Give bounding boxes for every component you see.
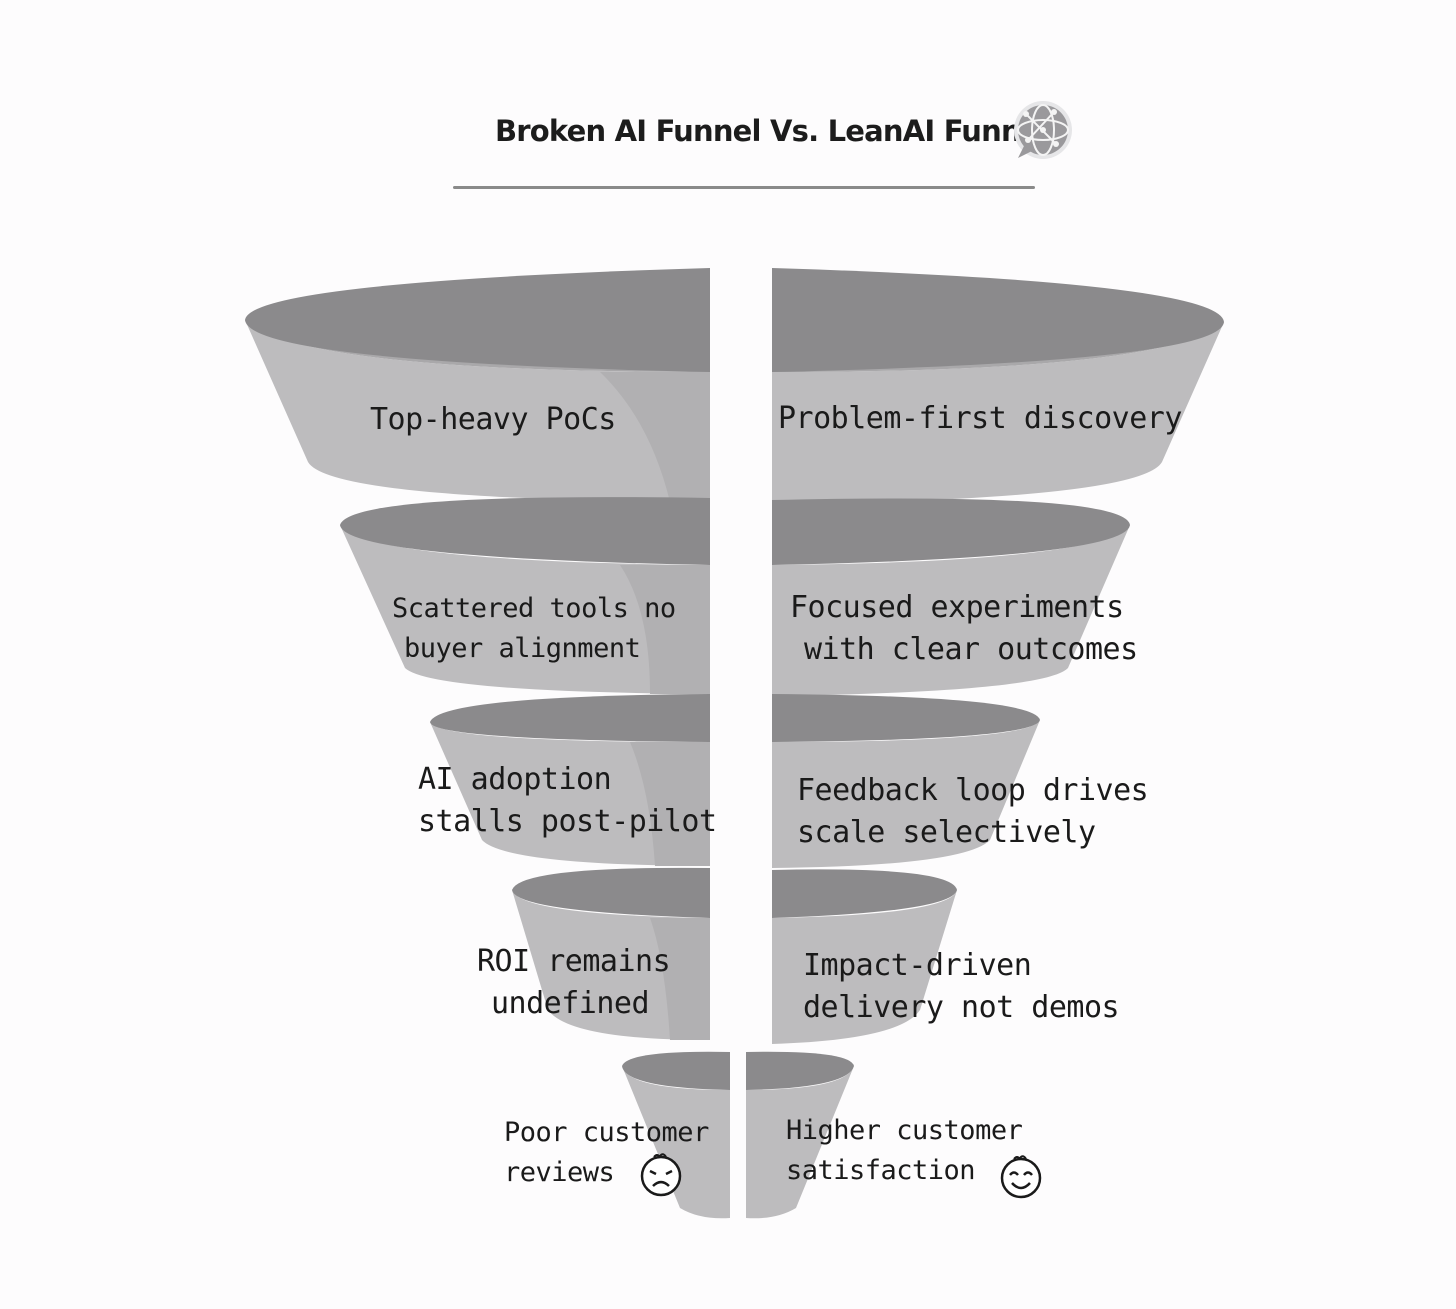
lean-stage-5-label: Higher customer satisfaction xyxy=(786,1111,1023,1191)
broken-stage-4-label: ROI remains undefined xyxy=(477,941,671,1025)
title-divider xyxy=(453,186,1035,189)
happy-face-icon xyxy=(1000,1155,1042,1199)
lean-stage-5-line-1: Higher customer xyxy=(786,1115,1023,1146)
sad-face-icon xyxy=(640,1153,682,1197)
broken-stage-1-label: Top-heavy PoCs xyxy=(370,399,616,441)
page-title: Broken AI Funnel Vs. LeanAI Funnel xyxy=(495,114,1050,148)
broken-stage-4-line-2: undefined xyxy=(491,986,650,1021)
broken-tier-1 xyxy=(245,268,710,502)
lean-stage-4-line-1: Impact-driven xyxy=(803,948,1032,983)
broken-stage-3-line-1: AI adoption xyxy=(418,762,612,797)
lean-stage-4-label: Impact-driven delivery not demos xyxy=(803,945,1120,1029)
globe-network-chat-icon xyxy=(1014,101,1072,159)
lean-funnel xyxy=(746,268,1224,1219)
broken-funnel xyxy=(245,268,730,1219)
broken-tier-5 xyxy=(622,1051,730,1219)
lean-stage-2-line-1: Focused experiments xyxy=(790,590,1124,625)
broken-stage-5-line-2: reviews xyxy=(504,1157,615,1188)
lean-tier-4 xyxy=(772,869,957,1044)
broken-stage-5-label: Poor customer reviews xyxy=(504,1113,709,1193)
lean-stage-3-line-2: scale selectively xyxy=(797,815,1096,850)
title-row: Broken AI Funnel Vs. LeanAI Funnel xyxy=(453,100,1093,170)
broken-stage-2-label: Scattered tools no buyer alignment xyxy=(392,589,676,669)
lean-stage-2-label: Focused experiments with clear outcomes xyxy=(790,587,1138,671)
lean-stage-1-label: Problem-first discovery xyxy=(778,398,1182,440)
broken-stage-2-line-1: Scattered tools no xyxy=(392,593,676,624)
lean-stage-3-label: Feedback loop drives scale selectively xyxy=(797,770,1149,854)
broken-tier-3 xyxy=(430,694,710,866)
broken-stage-1-line-1: Top-heavy PoCs xyxy=(370,402,616,437)
lean-tier-5 xyxy=(746,1051,854,1219)
lean-stage-4-line-2: delivery not demos xyxy=(803,990,1120,1025)
lean-tier-1 xyxy=(772,268,1224,504)
broken-stage-5-line-1: Poor customer xyxy=(504,1117,709,1148)
broken-stage-4-line-1: ROI remains xyxy=(477,944,671,979)
lean-stage-1-line-1: Problem-first discovery xyxy=(778,401,1182,436)
broken-tier-2 xyxy=(340,497,710,694)
lean-stage-2-line-2: with clear outcomes xyxy=(804,632,1138,667)
broken-stage-3-line-2: stalls post-pilot xyxy=(418,804,717,839)
lean-tier-2 xyxy=(772,498,1130,696)
lean-stage-5-line-2: satisfaction xyxy=(786,1155,976,1186)
lean-stage-3-line-1: Feedback loop drives xyxy=(797,773,1149,808)
broken-stage-2-line-2: buyer alignment xyxy=(404,633,641,664)
broken-stage-3-label: AI adoption stalls post-pilot xyxy=(418,759,717,843)
lean-tier-3 xyxy=(772,694,1040,868)
broken-tier-4 xyxy=(512,867,710,1040)
